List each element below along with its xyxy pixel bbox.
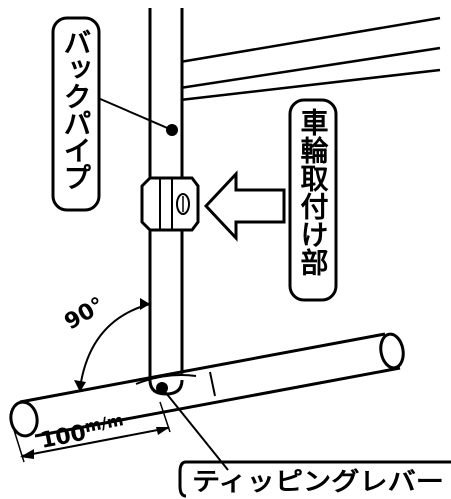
- tipping-lever-leader: [161, 387, 229, 471]
- back-pipe-label: バックパイプ: [60, 28, 93, 190]
- frame-pipes: [179, 16, 441, 102]
- pointer-arrow: [203, 170, 286, 242]
- tipping-lever-shape: [9, 332, 405, 438]
- back-pipe-leader: [97, 97, 173, 131]
- tipping-lever-label-box: ティッピングレバー: [178, 460, 451, 498]
- wheel-mount-label: 車輪取付け部: [297, 108, 330, 276]
- length-dimension: [13, 401, 171, 463]
- back-pipe-label-box: バックパイプ: [51, 16, 101, 212]
- wheel-mount-label-box: 車輪取付け部: [288, 98, 338, 302]
- tipping-lever-label: ティッピングレバー: [192, 467, 444, 496]
- wheel-mount-clamp: [140, 176, 200, 232]
- angle-label: 90°: [61, 293, 110, 335]
- back-pipe-dot: [166, 124, 178, 136]
- angle-indicator: [74, 298, 151, 392]
